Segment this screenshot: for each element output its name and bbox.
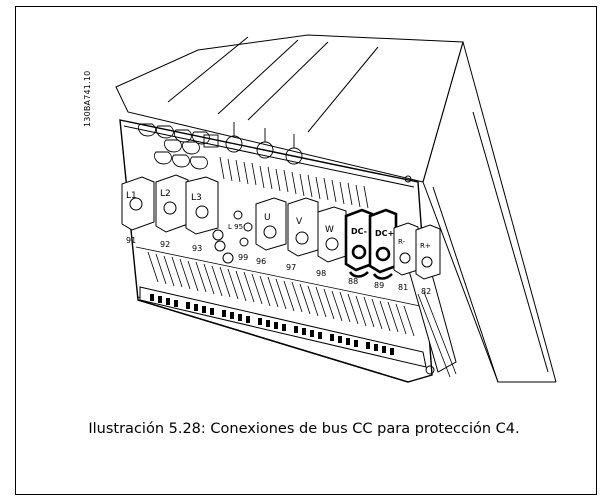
terminal-label-R-minus: R- bbox=[398, 238, 406, 246]
ground-terminals: L 95 99 bbox=[212, 210, 253, 264]
terminal-number-92: 92 bbox=[160, 240, 170, 249]
terminal-number-91: 91 bbox=[126, 236, 136, 245]
terminal-number-98: 98 bbox=[316, 269, 326, 278]
terminal-number-81: 81 bbox=[398, 283, 408, 292]
terminal-label-DC-minus: DC- bbox=[351, 227, 367, 236]
motor-terminal-block: U V W 96 97 98 bbox=[255, 197, 347, 278]
terminal-V: V bbox=[287, 197, 319, 257]
upper-vent-slots bbox=[137, 122, 412, 209]
terminal-DC-minus: DC- bbox=[344, 208, 374, 272]
mains-terminal-block: L1 L2 L3 91 92 93 bbox=[121, 174, 219, 253]
terminal-L3: L3 bbox=[185, 176, 219, 235]
brake-terminal-block: R- R+ 81 82 bbox=[393, 222, 441, 296]
ground-terminal-number: 99 bbox=[238, 253, 248, 262]
terminal-R-plus: R+ bbox=[415, 224, 441, 280]
terminal-number-93: 93 bbox=[192, 244, 202, 253]
terminal-U: U bbox=[255, 197, 287, 251]
small-terminal-label: L 95 bbox=[228, 223, 243, 231]
terminal-label-W: W bbox=[325, 225, 334, 235]
terminal-label-R-plus: R+ bbox=[420, 242, 431, 250]
terminal-label-V: V bbox=[296, 217, 303, 227]
terminal-label-U: U bbox=[264, 213, 271, 223]
terminal-number-97: 97 bbox=[286, 263, 296, 272]
figure-frame bbox=[15, 6, 597, 495]
terminal-label-L3: L3 bbox=[191, 193, 202, 203]
terminal-L1: L1 bbox=[121, 176, 155, 231]
terminal-number-89: 89 bbox=[374, 281, 384, 290]
terminal-W: W bbox=[317, 206, 347, 263]
terminal-L2: L2 bbox=[155, 174, 189, 233]
front-lip bbox=[137, 286, 427, 383]
drive-housing bbox=[115, 34, 557, 383]
terminal-label-L2: L2 bbox=[160, 189, 171, 199]
terminal-DC-plus: DC+ bbox=[368, 208, 398, 274]
dc-bus-connection-illustration: L1 L2 L3 91 92 93 L 95 99 U bbox=[78, 32, 558, 400]
terminal-label-DC-plus: DC+ bbox=[375, 229, 394, 238]
figure-caption: Ilustración 5.28: Conexiones de bus CC p… bbox=[88, 421, 520, 437]
terminal-number-96: 96 bbox=[256, 257, 266, 266]
terminal-number-88: 88 bbox=[348, 277, 358, 286]
dc-bus-terminal-block: DC- DC+ 88 89 bbox=[344, 208, 398, 290]
terminal-R-minus: R- bbox=[393, 222, 419, 276]
terminal-label-L1: L1 bbox=[126, 191, 137, 201]
terminal-number-82: 82 bbox=[421, 287, 431, 296]
